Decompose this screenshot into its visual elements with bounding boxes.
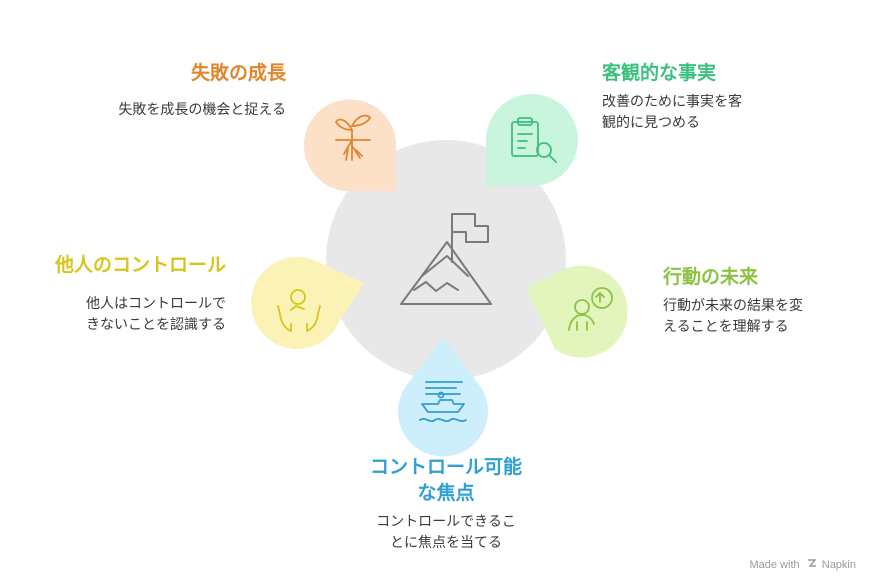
item-2-description-line-1: 改善のために事実を客 (602, 94, 742, 110)
item-5-description-line-2: とに焦点を当てる (390, 535, 502, 551)
item-3-description-line-2: きないことを認識する (86, 317, 226, 333)
item-1-description: 失敗を成長の機会と捉える (118, 102, 286, 118)
clipboard-search-icon (511, 117, 557, 163)
mountain-flag-icon (400, 213, 492, 305)
item-5-description: コントロールできるこ とに焦点を当てる (346, 512, 546, 554)
boat-waves-icon (419, 381, 467, 423)
person-refresh-icon (568, 287, 613, 331)
item-3-description: 他人はコントロールで きないことを認識する (86, 294, 226, 336)
item-2-description: 改善のために事実を客 観的に見つめる (602, 92, 742, 134)
item-2-title: 客観的な事実 (602, 62, 717, 84)
watermark-brand: Napkin (821, 559, 856, 571)
item-5-title: コントロール可能 な焦点 (346, 454, 546, 506)
item-4-title: 行動の未来 (663, 266, 759, 288)
item-5-description-line-1: コントロールできるこ (376, 514, 516, 530)
made-with-napkin-watermark[interactable]: Made with Napkin (749, 558, 856, 571)
item-5-title-line-2: な焦点 (417, 482, 475, 504)
item-5-title-line-1: コントロール可能 (369, 456, 522, 478)
item-3-description-line-1: 他人はコントロールで (86, 296, 226, 312)
napkin-logo-icon (807, 558, 817, 571)
item-1-shape (304, 99, 396, 192)
item-4-description-line-2: えることを理解する (663, 319, 789, 335)
center-circle (326, 140, 566, 380)
item-4-description-line-1: 行動が未来の結果を変 (663, 298, 803, 314)
item-1-title: 失敗の成長 (190, 62, 286, 84)
sprout-icon (335, 114, 371, 161)
item-3-shape (251, 256, 364, 349)
item-4-description: 行動が未来の結果を変 えることを理解する (663, 296, 803, 338)
item-3-title: 他人のコントロール (54, 254, 226, 276)
item-2-description-line-2: 観的に見つめる (602, 115, 700, 131)
open-hands-icon (277, 289, 321, 332)
item-2-shape (486, 94, 578, 186)
watermark-prefix: Made with (749, 559, 800, 571)
